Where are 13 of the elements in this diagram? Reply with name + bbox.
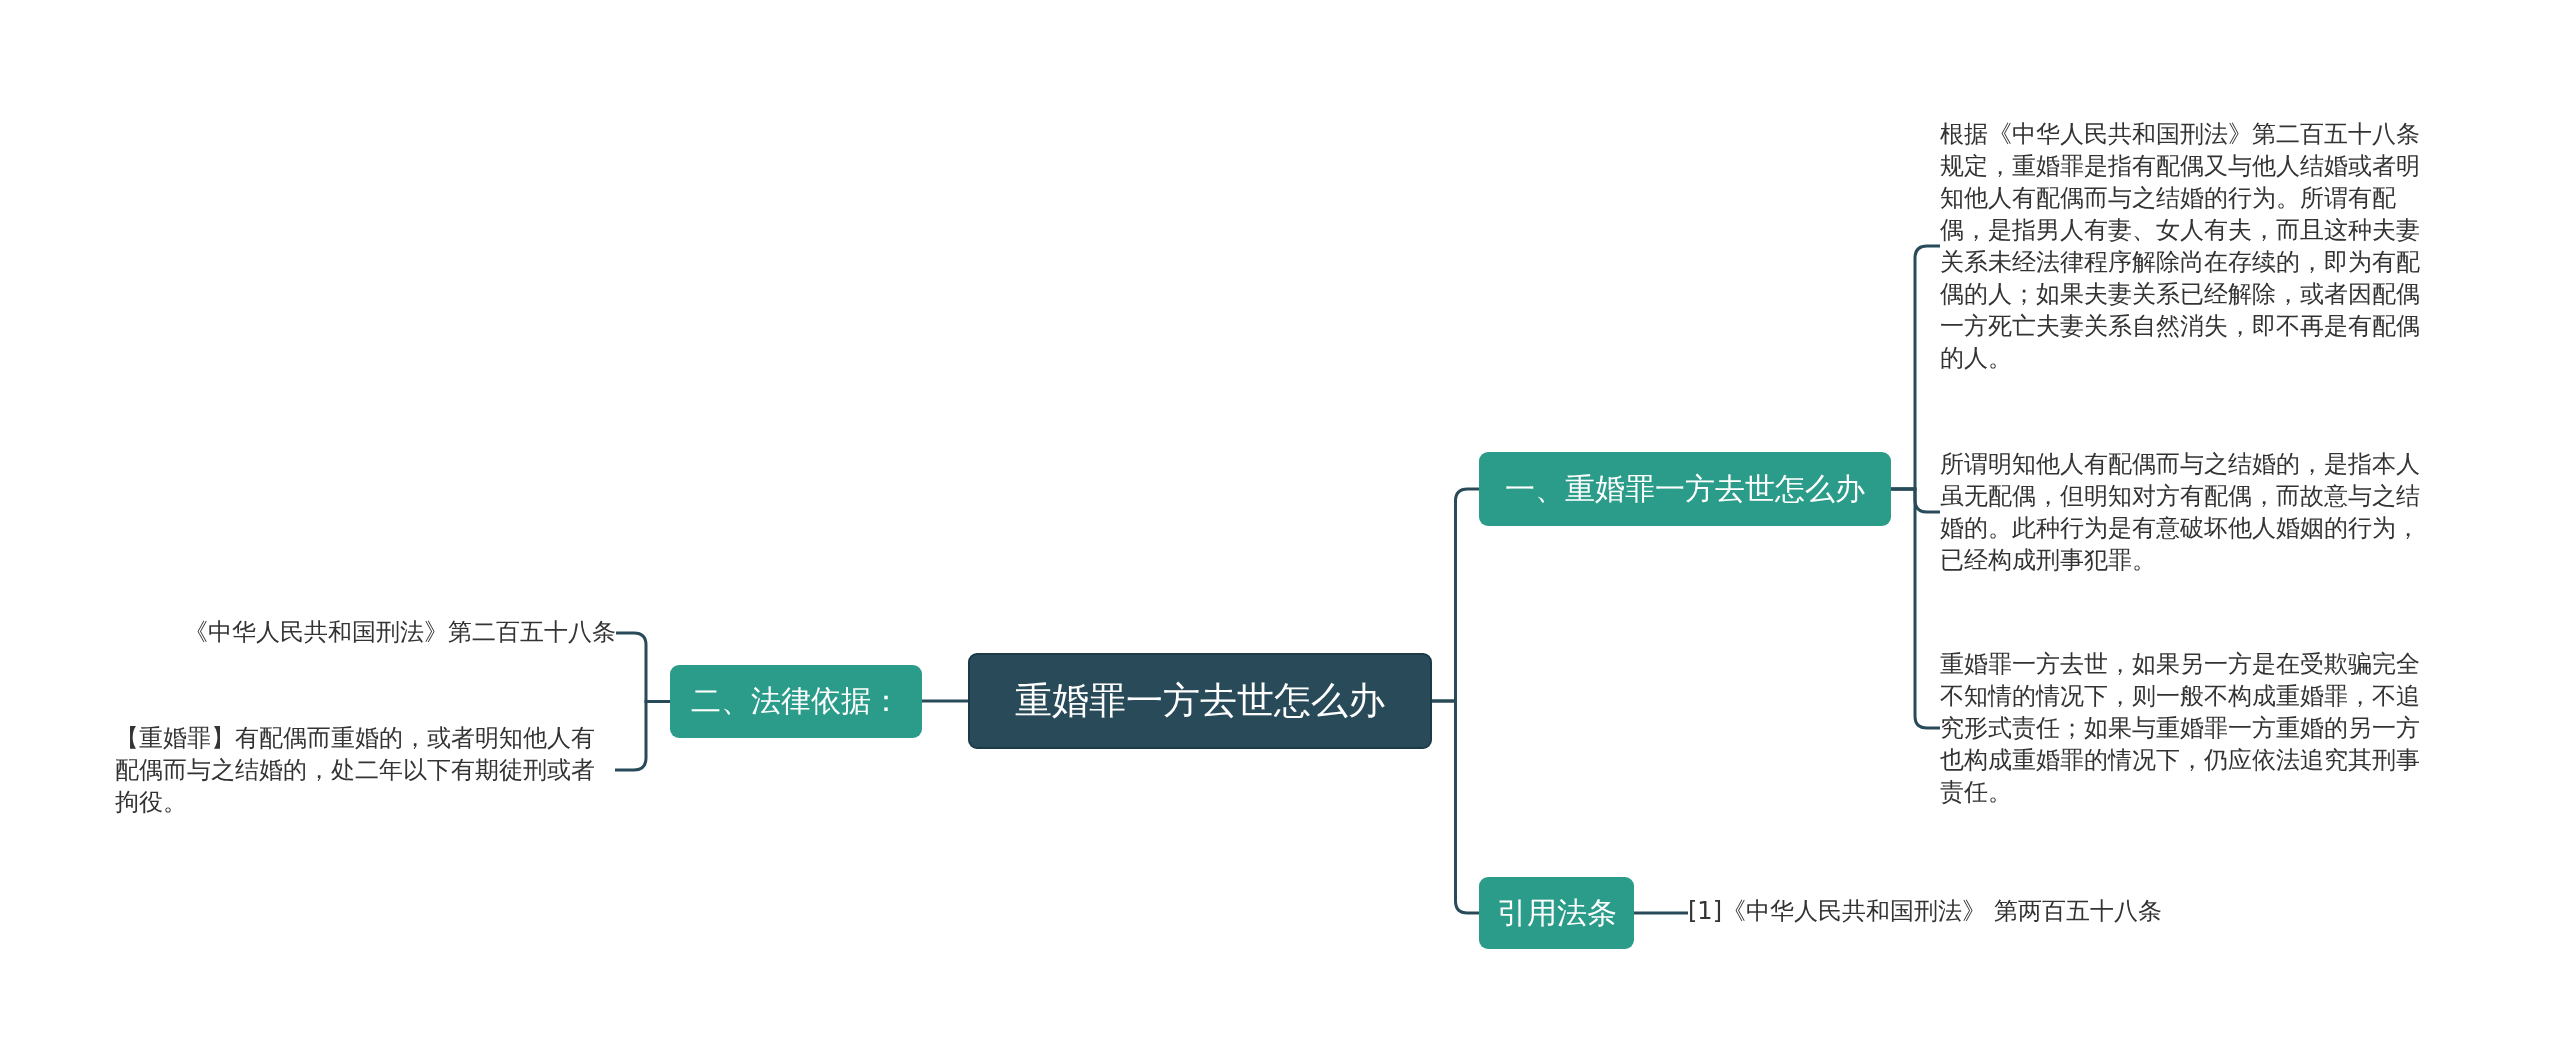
note-text: 重婚罪一方去世，如果另一方是在受欺骗完全不知情的情况下，则一般不构成重婚罪，不追究形式责任；如果与重婚罪一方重婚的另一方也构成重婚罪的情况下，仍应依法追究其刑事责任。	[1940, 648, 2440, 808]
topic-box: 引用法条	[1479, 877, 1634, 949]
connector-line	[922, 699, 968, 703]
connector-line	[1634, 911, 1688, 915]
topic-box: 二、法律依据：	[670, 665, 922, 738]
topic-box: 一、重婚罪一方去世怎么办	[1479, 452, 1891, 526]
note-text: [1]《中华人民共和国刑法》 第两百五十八条	[1688, 895, 2188, 929]
note-text: 根据《中华人民共和国刑法》第二百五十八条规定，重婚罪是指有配偶又与他人结婚或者明知他人有配偶而与之结婚的行为。所谓有配偶，是指男人有妻、女人有夫，而且这种夫妻关系未经法律程序解除尚在存续的，即为有配偶的人；如果夫妻关系已经解除，或者因配偶一方死亡夫妻关系自然消失，即不再是有配偶的人。	[1940, 118, 2440, 374]
central-topic-box: 重婚罪一方去世怎么办	[968, 653, 1432, 749]
note-text: 所谓明知他人有配偶而与之结婚的，是指本人虽无配偶，但明知对方有配偶，而故意与之结婚的。此种行为是有意破坏他人婚姻的行为，已经构成刑事犯罪。	[1940, 448, 2440, 576]
note-text: 《中华人民共和国刑法》第二百五十八条	[150, 616, 616, 650]
note-text: 【重婚罪】有配偶而重婚的，或者明知他人有配偶而与之结婚的，处二年以下有期徒刑或者拘役。	[115, 722, 615, 818]
connector-line	[1432, 699, 1479, 915]
